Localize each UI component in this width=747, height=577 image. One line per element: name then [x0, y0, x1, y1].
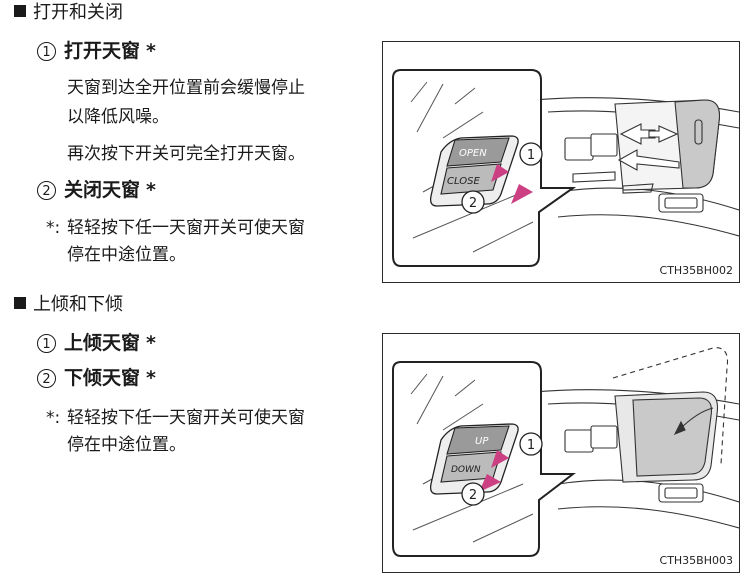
- open-button-label: OPEN: [459, 148, 487, 159]
- item-tilt-up: 1 上倾天窗*: [37, 334, 156, 353]
- item-open-sunroof: 1 打开天窗*: [37, 42, 156, 61]
- asterisk-mark: *: [146, 179, 156, 201]
- paragraph-line: 再次按下开关可完全打开天窗。: [67, 144, 305, 164]
- callout-2: 2: [469, 196, 477, 211]
- square-bullet-icon: [14, 297, 26, 309]
- figure-tilt-illustration: UP DOWN 1 2 CTH35BH003: [382, 333, 740, 573]
- asterisk-mark: *: [146, 40, 156, 62]
- asterisk-mark: *: [146, 367, 156, 389]
- item-label: 关闭天窗: [64, 179, 141, 201]
- item-label: 打开天窗: [64, 40, 141, 62]
- note-line: 轻轻按下任一天窗开关可使天窗: [67, 218, 305, 238]
- figure-open-close-illustration: OPEN CLOSE 1 2 CTH35BH002: [382, 41, 740, 283]
- circled-number-icon: 2: [37, 369, 56, 388]
- asterisk-mark: *: [146, 332, 156, 354]
- note-line: 停在中途位置。: [67, 245, 186, 265]
- note-mark: *:: [46, 218, 61, 238]
- section-title: 打开和关闭: [33, 2, 123, 23]
- callout-2: 2: [469, 488, 477, 503]
- paragraph-line: 以降低风噪。: [67, 107, 169, 127]
- note-line: 轻轻按下任一天窗开关可使天窗: [67, 408, 305, 428]
- item-tilt-down: 2 下倾天窗*: [37, 369, 156, 388]
- item-label: 下倾天窗: [64, 367, 141, 389]
- sunroof-tilt-illustration: UP DOWN 1 2: [392, 347, 739, 557]
- section-heading-open-close: 打开和关闭: [14, 4, 123, 22]
- section-heading-tilt: 上倾和下倾: [14, 296, 123, 314]
- item-close-sunroof: 2 关闭天窗*: [37, 181, 156, 200]
- section-title: 上倾和下倾: [33, 294, 123, 315]
- note-line: 停在中途位置。: [67, 435, 186, 455]
- figure-code: CTH35BH002: [659, 264, 733, 277]
- callout-1: 1: [527, 148, 535, 163]
- circled-number-icon: 1: [37, 42, 56, 61]
- sunroof-switch-illustration: OPEN CLOSE 1 2: [392, 69, 739, 267]
- item-label: 上倾天窗: [64, 332, 141, 354]
- square-bullet-icon: [14, 5, 26, 17]
- close-button-label: CLOSE: [447, 176, 480, 187]
- circled-number-icon: 2: [37, 181, 56, 200]
- figure-code: CTH35BH003: [659, 554, 733, 567]
- paragraph-line: 天窗到达全开位置前会缓慢停止: [67, 78, 305, 98]
- down-button-label: DOWN: [451, 465, 481, 475]
- callout-1: 1: [527, 438, 535, 453]
- circled-number-icon: 1: [37, 334, 56, 353]
- note-mark: *:: [46, 408, 61, 428]
- up-button-label: UP: [475, 436, 489, 447]
